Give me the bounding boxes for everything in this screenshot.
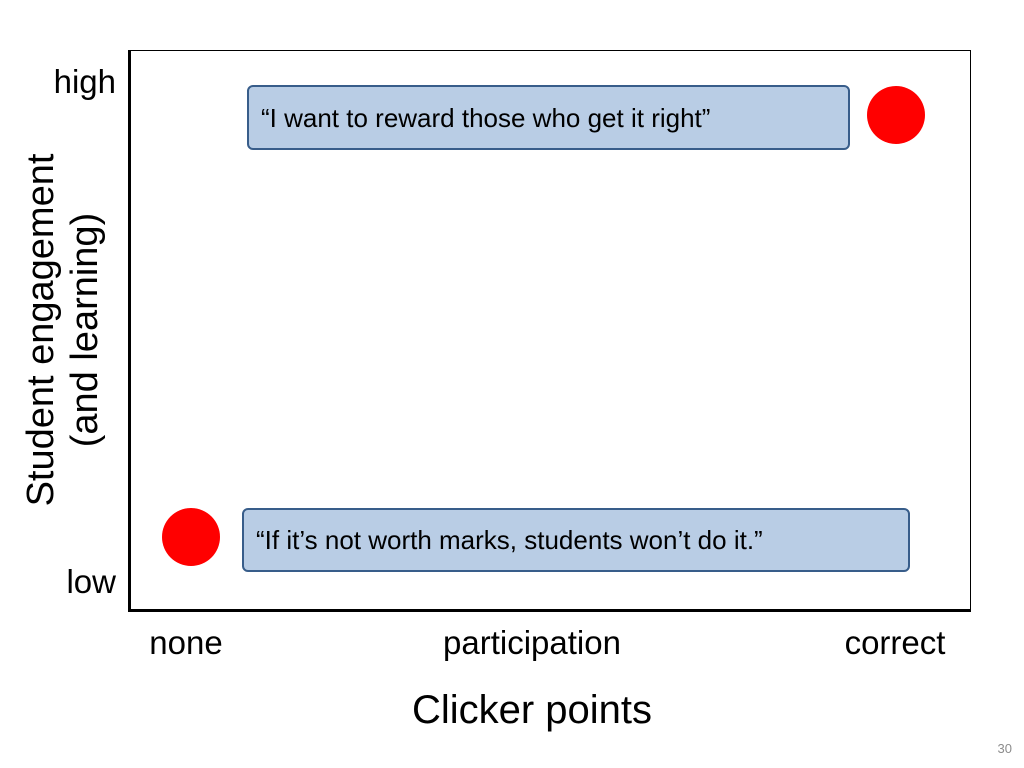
plot-area (128, 50, 971, 612)
x-axis-title: Clicker points (411, 688, 653, 732)
annotation-callout-low: “If it’s not worth marks, students won’t… (242, 508, 910, 572)
annotation-callout-high: “I want to reward those who get it right… (247, 85, 850, 150)
x-tick-label-participation: participation (443, 624, 621, 661)
y-axis-title-line-1: Student engagement (20, 153, 62, 507)
y-axis-title-line-2: (and learning) (64, 212, 106, 448)
data-point-none-low (162, 508, 220, 566)
data-point-correct-high (867, 86, 925, 144)
y-axis-title: Student engagement (and learning) (19, 130, 107, 530)
annotation-text-low: “If it’s not worth marks, students won’t… (256, 525, 763, 555)
slide-page-number: 30 (997, 741, 1012, 756)
y-tick-label-low: low (66, 563, 116, 600)
annotation-text-high: “I want to reward those who get it right… (261, 102, 711, 133)
x-tick-label-none: none (149, 624, 223, 661)
y-tick-label-high: high (53, 63, 116, 100)
x-tick-label-correct: correct (844, 624, 946, 661)
